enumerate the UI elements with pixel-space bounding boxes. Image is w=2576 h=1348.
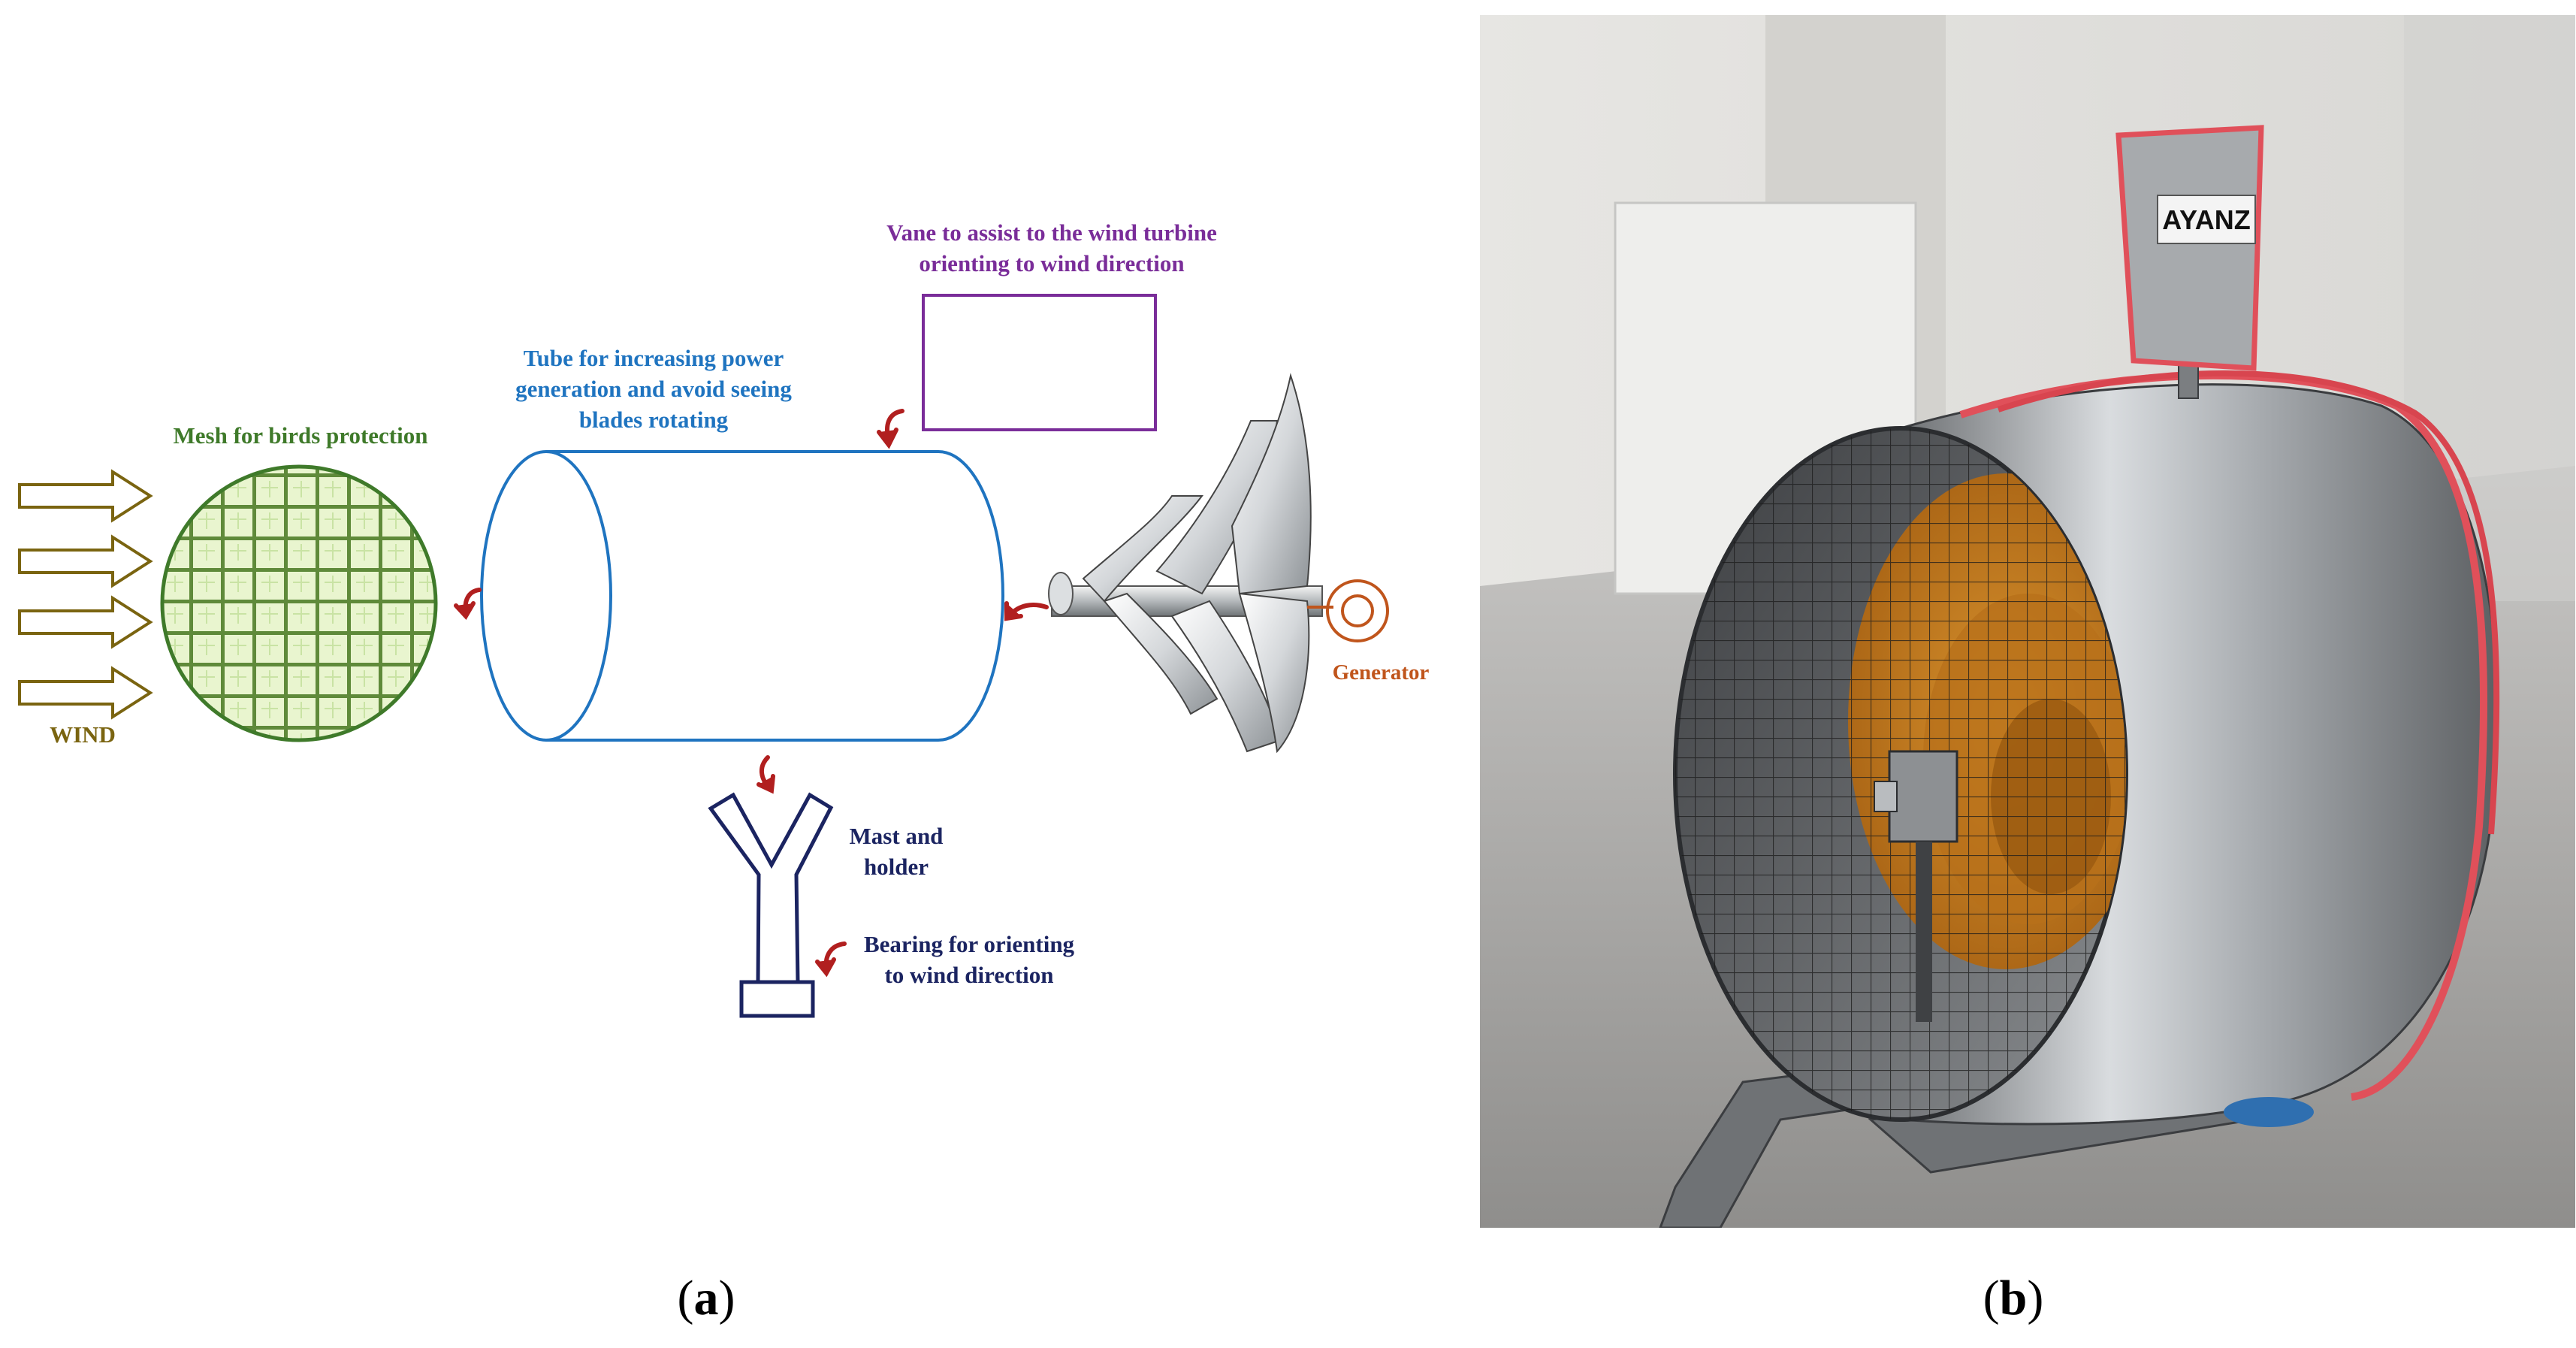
mesh-label: Mesh for birds protection <box>135 421 466 452</box>
hollow-right-arrow-icon <box>18 469 153 523</box>
vane-label-line2: orienting to wind direction <box>919 249 1185 277</box>
prototype-photo: AYANZ <box>1480 15 2575 1229</box>
vane-sign-text: AYANZ <box>2162 204 2250 235</box>
mast-holder <box>708 792 834 1018</box>
wind-arrows <box>18 469 153 720</box>
curved-arrow-icon <box>815 941 847 978</box>
mast-label: Mast and holder <box>829 821 964 883</box>
vane-plate <box>922 294 1157 431</box>
vane-plate-photo <box>2115 125 2264 371</box>
hollow-right-arrow-icon <box>18 595 153 649</box>
caption-b-letter: b <box>1999 1271 2028 1325</box>
vane-label-line1: Vane to assist to the wind turbine <box>886 219 1217 246</box>
curved-arrow-icon <box>756 755 775 794</box>
schematic-diagram <box>18 294 1389 1018</box>
curved-arrow-icon <box>454 588 482 620</box>
photo-illustration: AYANZ <box>1480 15 2575 1229</box>
vane-label: Vane to assist to the wind turbine orien… <box>841 218 1262 280</box>
bearing-label: Bearing for orienting to wind direction <box>834 929 1104 991</box>
tube-label-line3: blades rotating <box>578 406 729 433</box>
mesh-disc <box>160 464 438 742</box>
hollow-right-arrow-icon <box>18 666 153 720</box>
wind-label: WIND <box>38 720 128 751</box>
curved-arrow-icon <box>877 409 904 449</box>
generator-label-text: Generator <box>1332 660 1430 685</box>
wind-label-text: WIND <box>50 721 116 748</box>
caption-b: (b) <box>1983 1271 2044 1325</box>
tube-label-line1: Tube for increasing power <box>523 345 784 371</box>
tube-label: Tube for increasing power generation and… <box>466 343 841 436</box>
bearing-label-line1: Bearing for orienting <box>863 931 1075 957</box>
tube-label-line2: generation and avoid seeing <box>515 375 792 402</box>
tube-cylinder <box>480 450 1004 742</box>
mesh-label-text: Mesh for birds protection <box>173 422 428 449</box>
mast-label-line1: Mast and <box>849 823 944 849</box>
rotation-arrows <box>454 409 1049 978</box>
caption-a-letter: a <box>693 1271 719 1325</box>
generator-icon <box>1307 579 1389 642</box>
mast-label-line2: holder <box>863 853 929 880</box>
helical-rotor <box>1048 373 1323 754</box>
bearing-label-line2: to wind direction <box>884 961 1054 988</box>
curved-arrow-icon <box>1004 601 1049 621</box>
caption-a: (a) <box>677 1271 735 1325</box>
hollow-right-arrow-icon <box>18 534 153 588</box>
generator-label: Generator <box>1321 658 1441 687</box>
